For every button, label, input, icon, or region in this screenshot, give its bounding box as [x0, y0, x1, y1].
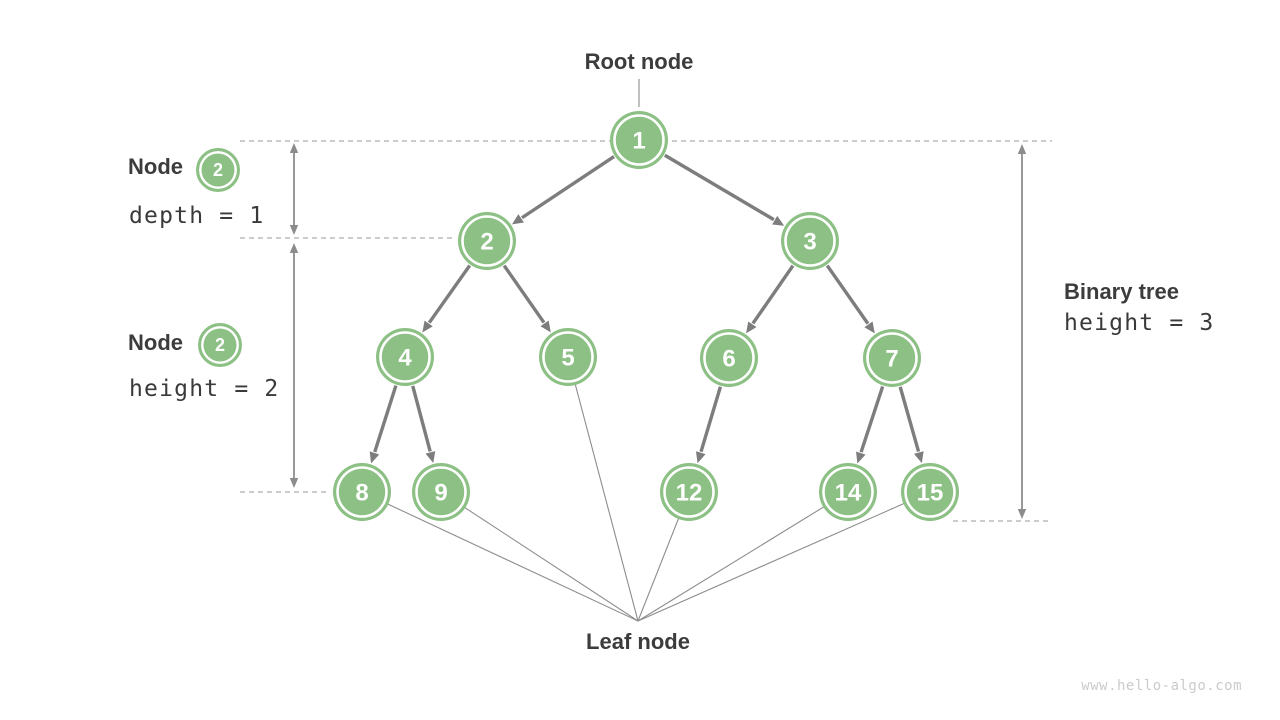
tree-node-value-3: 3: [803, 229, 816, 256]
tree-edge-arrowhead-3-7: [864, 321, 875, 334]
tree-edge-arrowhead-4-8: [369, 451, 380, 464]
tree-node-value-15: 15: [917, 480, 944, 507]
tree-edge-3-6: [751, 264, 795, 325]
tree-node-2: [458, 212, 516, 270]
tree-node-value-1: 1: [632, 128, 645, 155]
measure-arrowhead-down: [289, 225, 299, 235]
tree-edge-2-4: [427, 264, 472, 324]
tree-edge-1-3: [663, 153, 775, 222]
tree-node-value-5: 5: [561, 345, 574, 372]
tree-node-ring-15: [904, 466, 956, 518]
legend-height-node-value: 2: [214, 334, 225, 355]
tree-node-ring-14: [822, 466, 874, 518]
tree-edge-arrowhead-2-4: [422, 320, 433, 333]
tree-node-value-2: 2: [480, 229, 493, 256]
tree-node-value-6: 6: [722, 346, 735, 373]
measure-arrowhead-up: [1017, 144, 1027, 154]
tree-edge-7-15: [898, 386, 921, 453]
leaf-label-connector-line: [637, 491, 931, 622]
watermark: www.hello-algo.com: [1081, 678, 1242, 694]
tree-edge-1-2: [521, 155, 615, 220]
tree-edge-arrowhead-4-9: [425, 451, 436, 464]
legend-height-node-badge: 2: [198, 323, 242, 367]
tree-edge-arrowhead-7-14: [856, 451, 866, 464]
tree-node-5: [539, 328, 597, 386]
tree-node-ring-3: [784, 215, 836, 267]
measure-arrowhead-down: [1017, 509, 1027, 519]
tree-edge-arrowhead-6-12: [695, 451, 706, 464]
binary-tree-title: Binary tree: [1064, 279, 1179, 304]
tree-node-ring-8: [336, 466, 388, 518]
tree-node-7: [863, 329, 921, 387]
leaf-label-connector-line: [440, 491, 639, 622]
tree-node-15: [901, 463, 959, 521]
tree-node-12: [660, 463, 718, 521]
tree-node-ring-12: [663, 466, 715, 518]
measure-arrowhead-up: [289, 243, 299, 253]
tree-edge-4-8: [373, 385, 398, 453]
tree-edge-2-5: [502, 264, 546, 324]
tree-node-value-12: 12: [676, 480, 703, 507]
tree-node-4: [376, 328, 434, 386]
measure-arrowhead-up: [289, 143, 299, 153]
tree-edge-arrowhead-7-15: [914, 451, 924, 464]
tree-edge-arrowhead-3-6: [746, 321, 757, 334]
legend-depth-title: Node: [128, 154, 183, 179]
tree-node-8: [333, 463, 391, 521]
tree-node-value-14: 14: [835, 480, 862, 507]
leaf-node-label: Leaf node: [586, 629, 690, 654]
tree-node-ring-7: [866, 332, 918, 384]
tree-node-9: [412, 463, 470, 521]
tree-node-3: [781, 212, 839, 270]
tree-node-14: [819, 463, 877, 521]
tree-edge-6-12: [699, 386, 723, 453]
tree-node-value-4: 4: [398, 345, 412, 372]
tree-edge-arrowhead-1-3: [772, 215, 785, 226]
leaf-label-connector-line: [567, 356, 639, 622]
leaf-label-connector-line: [637, 491, 849, 622]
tree-node-ring-4: [379, 331, 431, 383]
tree-edge-arrowhead-1-2: [511, 214, 524, 225]
root-node-label: Root node: [584, 49, 694, 74]
legend-depth-detail: depth = 1: [129, 203, 265, 229]
legend-depth-node-value: 2: [212, 159, 223, 180]
tree-node-ring-2: [461, 215, 513, 267]
tree-node-1: [610, 111, 668, 169]
legend-height-title: Node: [128, 330, 183, 355]
tree-node-ring-6: [703, 332, 755, 384]
tree-node-ring-1: [613, 114, 665, 166]
legend-height-detail: height = 2: [129, 376, 280, 402]
tree-node-ring-5: [542, 331, 594, 383]
tree-edge-7-14: [859, 385, 885, 453]
binary-tree-height-detail: height = 3: [1064, 310, 1215, 336]
tree-node-ring-9: [415, 466, 467, 518]
tree-node-value-9: 9: [434, 480, 447, 507]
tree-node-value-7: 7: [885, 346, 898, 373]
tree-node-6: [700, 329, 758, 387]
leaf-label-connector-line: [361, 491, 639, 622]
tree-edge-3-7: [825, 264, 870, 325]
measure-arrowhead-down: [289, 478, 299, 488]
tree-edge-4-9: [411, 385, 432, 452]
tree-node-value-8: 8: [355, 480, 368, 507]
tree-edge-arrowhead-2-5: [540, 320, 551, 333]
legend-depth-node-badge: 2: [196, 148, 240, 192]
